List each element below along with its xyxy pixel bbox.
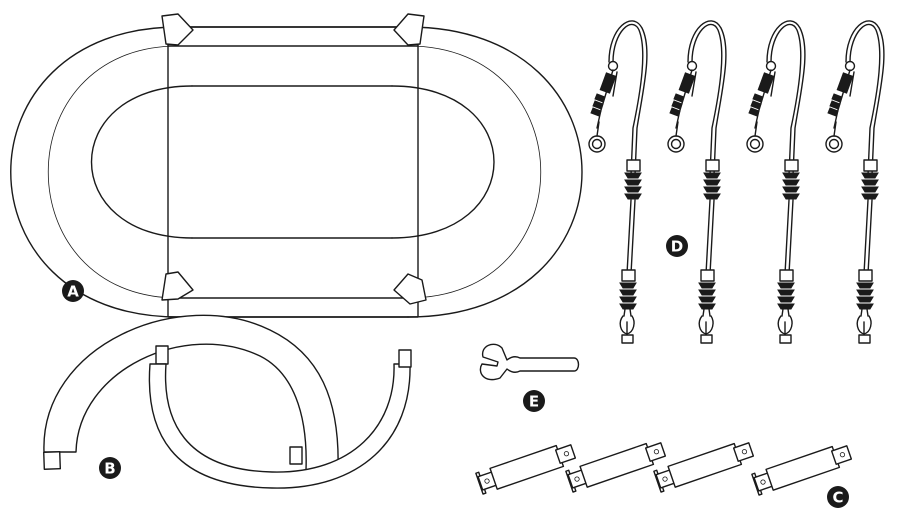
callout-a: A	[62, 280, 84, 302]
callout-e-text: E	[529, 393, 539, 411]
callout-d-text: D	[671, 238, 683, 256]
curved-frame-tubes	[43, 314, 412, 489]
callout-c-text: C	[832, 489, 843, 507]
callout-b: B	[99, 457, 121, 479]
callout-e: E	[523, 390, 545, 412]
wrench-tool	[479, 343, 580, 381]
oval-mat	[10, 13, 583, 318]
callout-a-text: A	[67, 283, 79, 301]
leg-rods	[475, 438, 854, 496]
mat-corner-clip	[393, 13, 425, 46]
callout-c: C	[827, 486, 849, 508]
mat-corner-clip	[393, 273, 427, 305]
callout-b-text: B	[104, 460, 115, 478]
mat-corner-clip	[161, 13, 194, 46]
callout-d: D	[666, 235, 688, 257]
mat-corner-clip	[161, 271, 194, 301]
bungee-cords	[588, 20, 885, 344]
